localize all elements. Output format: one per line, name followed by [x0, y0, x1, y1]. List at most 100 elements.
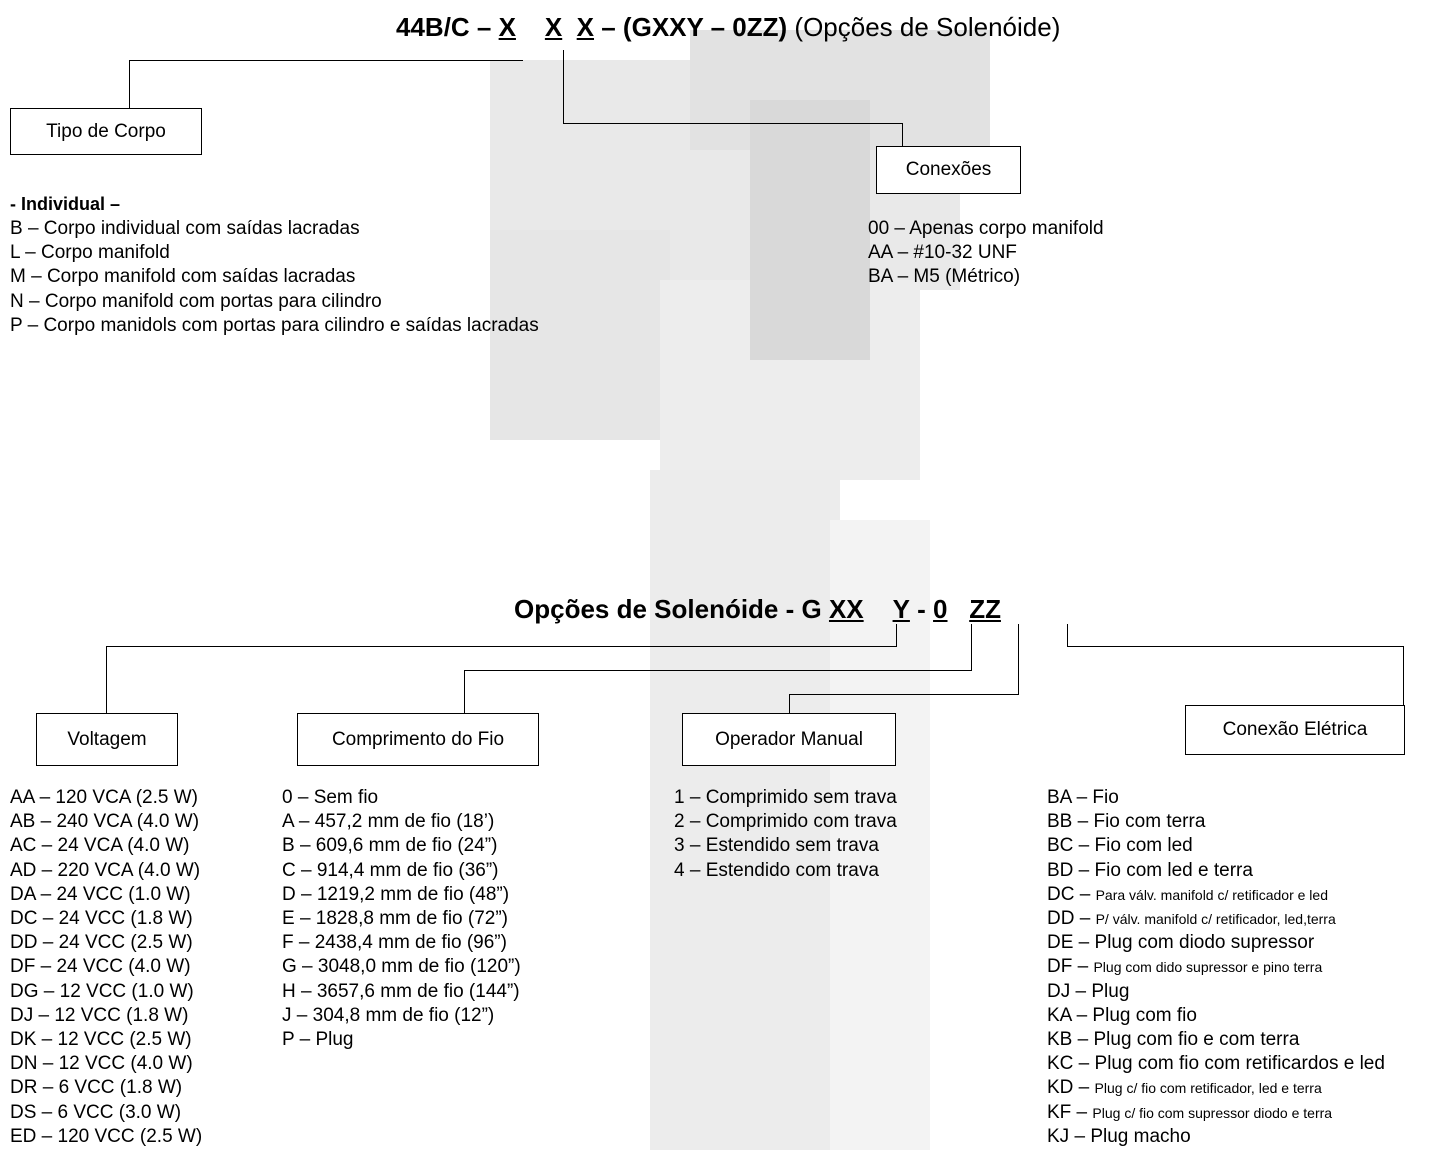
list-item: AB – 240 VCA (4.0 W)	[10, 811, 200, 833]
electrical-code: DE –	[1047, 932, 1095, 954]
electrical-code: DJ –	[1047, 980, 1092, 1002]
list-item: DS – 6 VCC (3.0 W)	[10, 1101, 182, 1123]
connector-line	[563, 123, 903, 124]
list-item: KB – Plug com fio e com terra	[1047, 1028, 1385, 1052]
connector-line	[106, 646, 107, 713]
list-item: AA – #10-32 UNF	[868, 242, 1017, 264]
manual-operator-list: 1 – Comprimido sem trava 2 – Comprimido …	[674, 786, 897, 883]
electrical-connection-label: Conexão Elétrica	[1222, 719, 1368, 740]
body-type-box: Tipo de Corpo	[10, 108, 202, 155]
connections-box: Conexões	[876, 146, 1021, 194]
list-item: KF – Plug c/ fio com supressor diodo e t…	[1047, 1101, 1385, 1125]
connector-line	[464, 670, 972, 671]
list-item: 3 – Estendido sem trava	[674, 835, 879, 857]
electrical-description: Fio com led e terra	[1094, 859, 1253, 881]
connections-list: 00 – Apenas corpo manifold AA – #10-32 U…	[868, 217, 1104, 290]
connector-line	[971, 624, 972, 671]
electrical-description: Fio com terra	[1093, 811, 1206, 833]
list-item: G – 3048,0 mm de fio (120”)	[282, 956, 521, 978]
list-item: 0 – Sem fio	[282, 787, 379, 808]
list-item: DD – 24 VCC (2.5 W)	[10, 932, 193, 954]
electrical-code: DD –	[1047, 908, 1096, 930]
solenoid-dash: -	[917, 594, 926, 624]
header-suffix: – (GXXY – 0ZZ)	[601, 12, 788, 42]
solenoid-xx: XX	[828, 594, 864, 624]
electrical-code: BC –	[1047, 835, 1095, 857]
connector-line	[1067, 624, 1068, 646]
electrical-code: KA –	[1047, 1004, 1093, 1026]
list-item: ED – 120 VCC (2.5 W)	[10, 1125, 203, 1147]
list-item: E – 1828,8 mm de fio (72”)	[282, 908, 508, 930]
list-item: C – 914,4 mm de fio (36”)	[282, 859, 499, 881]
voltage-list: AA – 120 VCA (2.5 W) AB – 240 VCA (4.0 W…	[10, 786, 202, 1149]
list-item: DN – 12 VCC (4.0 W)	[10, 1053, 193, 1075]
header-subtitle: (Opções de Solenóide)	[794, 12, 1061, 42]
connector-line	[1018, 624, 1019, 695]
list-item: DG – 12 VCC (1.0 W)	[10, 980, 194, 1002]
list-item: 2 – Comprimido com trava	[674, 811, 897, 833]
list-item: DK – 12 VCC (2.5 W)	[10, 1029, 192, 1051]
connector-line	[129, 60, 130, 108]
connector-line	[789, 694, 1019, 695]
body-type-list: B – Corpo individual com saídas lacradas…	[10, 217, 539, 338]
list-item: AA – 120 VCA (2.5 W)	[10, 787, 198, 808]
electrical-code: KF –	[1047, 1101, 1093, 1123]
header-x3: X	[576, 12, 595, 42]
connector-line	[563, 50, 564, 124]
electrical-connection-box: Conexão Elétrica	[1185, 705, 1405, 755]
electrical-description: Plug c/ fio com supressor diodo e terra	[1092, 1104, 1333, 1121]
list-item: B – Corpo individual com saídas lacradas	[10, 218, 360, 239]
header-x1: X	[498, 12, 516, 42]
solenoid-title: Opções de Solenóide - G	[514, 594, 822, 624]
electrical-code: BD –	[1047, 859, 1095, 881]
electrical-description: Plug com fio com retificardos e led	[1094, 1053, 1385, 1075]
connector-line	[464, 670, 465, 713]
solenoid-zz: ZZ	[969, 594, 1001, 624]
list-item: L – Corpo manifold	[10, 242, 170, 264]
electrical-description: P/ válv. manifold c/ retificador, led,te…	[1095, 911, 1336, 928]
manual-operator-label: Operador Manual	[715, 728, 863, 750]
list-item: BA – M5 (Métrico)	[868, 266, 1021, 288]
connector-line	[902, 123, 903, 147]
list-item: 00 – Apenas corpo manifold	[868, 218, 1104, 239]
wire-length-list: 0 – Sem fio A – 457,2 mm de fio (18’) B …	[282, 786, 521, 1052]
connector-line	[789, 694, 790, 713]
connections-label: Conexões	[905, 159, 992, 180]
list-item: DE – Plug com diodo supressor	[1047, 931, 1385, 955]
electrical-code: DC –	[1047, 883, 1096, 905]
connector-line	[1067, 646, 1404, 647]
list-item: DA – 24 VCC (1.0 W)	[10, 883, 191, 905]
electrical-code: BB –	[1047, 811, 1094, 833]
list-item: BC – Fio com led	[1047, 834, 1385, 858]
list-item: N – Corpo manifold com portas para cilin…	[10, 290, 382, 312]
electrical-description: Para válv. manifold c/ retificador e led	[1095, 886, 1328, 903]
electrical-description: Plug com dido supressor e pino terra	[1093, 959, 1323, 976]
list-item: M – Corpo manifold com saídas lacradas	[10, 266, 356, 288]
list-item: BD – Fio com led e terra	[1047, 859, 1385, 883]
list-item: BB – Fio com terra	[1047, 810, 1385, 834]
list-item: AD – 220 VCA (4.0 W)	[10, 859, 201, 881]
electrical-code: KJ –	[1047, 1125, 1091, 1147]
electrical-code: KC –	[1047, 1053, 1095, 1075]
electrical-description: Plug	[1091, 980, 1130, 1002]
list-item: DD – P/ válv. manifold c/ retificador, l…	[1047, 907, 1385, 931]
body-type-heading: - Individual –	[10, 194, 121, 214]
body-type-label: Tipo de Corpo	[46, 120, 166, 142]
electrical-description: Fio	[1092, 787, 1119, 808]
connector-line	[1403, 646, 1404, 706]
electrical-description: Plug c/ fio com retificador, led e terra	[1094, 1080, 1322, 1097]
list-item: J – 304,8 mm de fio (12”)	[282, 1004, 495, 1026]
list-item: A – 457,2 mm de fio (18’)	[282, 811, 495, 833]
list-item: DC – Para válv. manifold c/ retificador …	[1047, 883, 1385, 907]
electrical-code: DF –	[1047, 956, 1094, 978]
header-prefix: 44B/C –	[396, 12, 492, 42]
header-x2: X	[544, 12, 563, 42]
connector-line	[896, 624, 897, 647]
list-item: DF – Plug com dido supressor e pino terr…	[1047, 955, 1385, 979]
electrical-description: Plug com fio e com terra	[1093, 1029, 1300, 1051]
wire-length-label: Comprimento do Fio	[331, 728, 505, 750]
list-item: 4 – Estendido com trava	[674, 859, 879, 881]
part-number-header: 44B/C – X X X – (GXXY – 0ZZ) (Opções de …	[396, 12, 1060, 43]
list-item: KC – Plug com fio com retificardos e led	[1047, 1052, 1385, 1076]
